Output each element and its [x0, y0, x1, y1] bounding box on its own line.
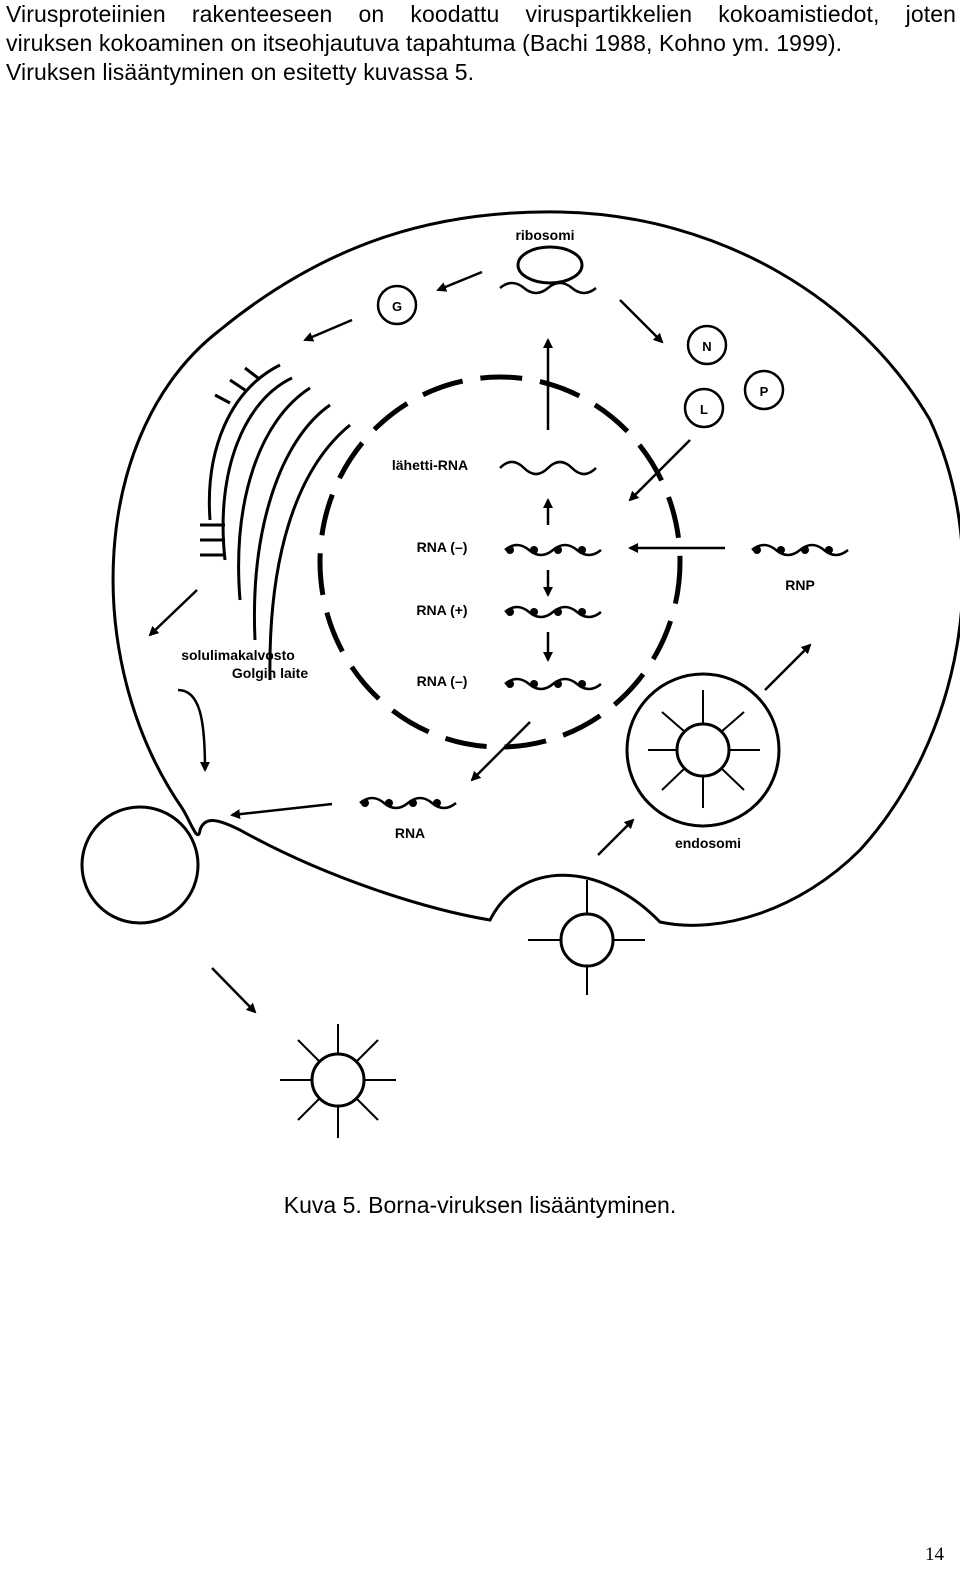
- page-number: 14: [925, 1544, 944, 1565]
- nucleus: [317, 374, 683, 750]
- paragraph-line-2: viruksen kokoaminen on itseohjautuva tap…: [6, 30, 843, 56]
- endosome-icon: [625, 672, 781, 828]
- er-golgi-icon: [200, 363, 351, 681]
- label-rna-neg-2: RNA (–): [417, 673, 468, 689]
- protein-p-icon: [743, 369, 785, 411]
- label-golgi: Golgin laite: [232, 665, 308, 681]
- arrows-icon: [148, 270, 812, 1014]
- protein-l-icon: [683, 387, 725, 429]
- virion-icon: [80, 805, 645, 1138]
- figure-caption: Kuva 5. Borna-viruksen lisääntyminen.: [283, 1192, 677, 1218]
- label-p: P: [760, 384, 769, 399]
- label-er: solulimakalvosto: [181, 647, 295, 663]
- ribosome-icon: [499, 245, 597, 295]
- label-g: G: [392, 299, 402, 314]
- label-mrna: lähetti-RNA: [392, 457, 468, 473]
- label-rnp: RNP: [785, 577, 815, 593]
- label-endosome: endosomi: [675, 835, 741, 851]
- cell-membrane: [111, 210, 960, 927]
- label-ribosome: ribosomi: [515, 227, 574, 243]
- protein-g-icon: [376, 284, 418, 326]
- paragraph-line-1: Virusproteiinien rakenteeseen on koodatt…: [6, 1, 956, 27]
- label-rna: RNA: [395, 825, 425, 841]
- rna-dots-icon: [361, 546, 833, 807]
- label-l: L: [700, 402, 708, 417]
- label-rna-pos: RNA (+): [416, 602, 467, 618]
- protein-n-icon: [686, 324, 728, 366]
- rna-strand-icon: [359, 543, 849, 810]
- label-n: N: [702, 339, 711, 354]
- mrna-wave-icon: [499, 460, 597, 476]
- label-rna-neg-1: RNA (–): [417, 539, 468, 555]
- paragraph-line-3: Viruksen lisääntyminen on esitetty kuvas…: [6, 59, 475, 85]
- borna-virus-replication-diagram: ribosomi G N L P lähetti-RNA RNA (–) RNA…: [80, 210, 960, 1138]
- body-paragraph: Virusproteiinien rakenteeseen on koodatt…: [6, 0, 956, 87]
